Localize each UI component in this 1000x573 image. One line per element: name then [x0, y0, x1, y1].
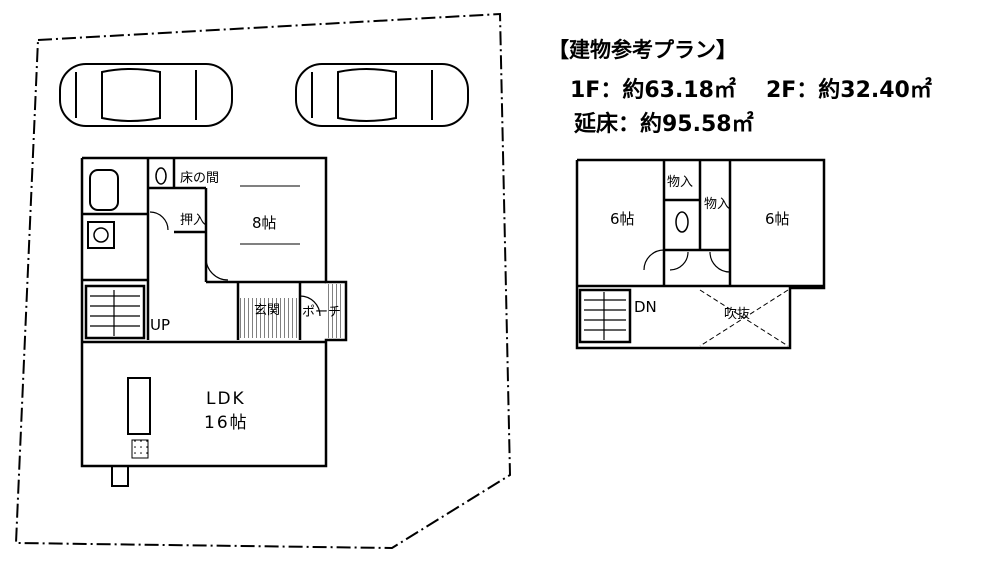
stairs-1f: [90, 290, 140, 336]
label-storage-left: 物入: [667, 175, 693, 190]
car-icon: [295, 63, 469, 127]
void-cross: [699, 289, 789, 347]
floor2-area: 2F：約32.40㎡: [765, 78, 932, 103]
floor2-plan: [575, 158, 826, 350]
lot-boundary: [14, 12, 512, 550]
label-up: UP: [150, 316, 170, 334]
porch-floor-hatch: [326, 284, 344, 338]
door-swings-2f: [643, 249, 731, 273]
car-icon: [59, 63, 233, 127]
label-room-left-6jo: 6帖: [610, 210, 635, 228]
sink-icon: [87, 221, 115, 249]
label-porch: ポーチ: [302, 305, 341, 320]
label-fukinuke: 吹抜: [724, 306, 750, 322]
toilet-icon: [675, 211, 689, 233]
stairs-2f: [584, 292, 626, 340]
kitchen-counter-icon: [127, 377, 151, 435]
plan-title: 【建物参考プラン】: [548, 38, 737, 62]
total-floor-area: 延床：約95.58㎡: [574, 112, 754, 137]
genkan-floor-hatch: [239, 298, 297, 338]
label-storage-right: 物入: [704, 197, 730, 212]
label-genkan: 玄関: [254, 303, 280, 318]
door-swings-1f: [149, 211, 321, 317]
label-oshiire-1f: 押入: [180, 213, 206, 228]
label-room-right-6jo: 6帖: [765, 210, 790, 228]
bathtub-icon: [89, 169, 119, 211]
label-ldk: LDK: [206, 389, 246, 409]
stove-icon: [131, 439, 149, 459]
label-dn: DN: [634, 298, 657, 316]
label-tokonoma: 床の間: [180, 171, 219, 186]
tatami-lines: [240, 185, 300, 245]
label-ldk-size: 16帖: [204, 413, 249, 433]
floor-area-line: 1F：約63.18㎡ 2F：約32.40㎡: [570, 72, 932, 104]
toilet-icon: [155, 167, 167, 185]
floor1-plan: [80, 156, 348, 468]
floor1-area: 1F：約63.18㎡: [570, 78, 736, 103]
label-room-8jo: 8帖: [252, 214, 277, 232]
